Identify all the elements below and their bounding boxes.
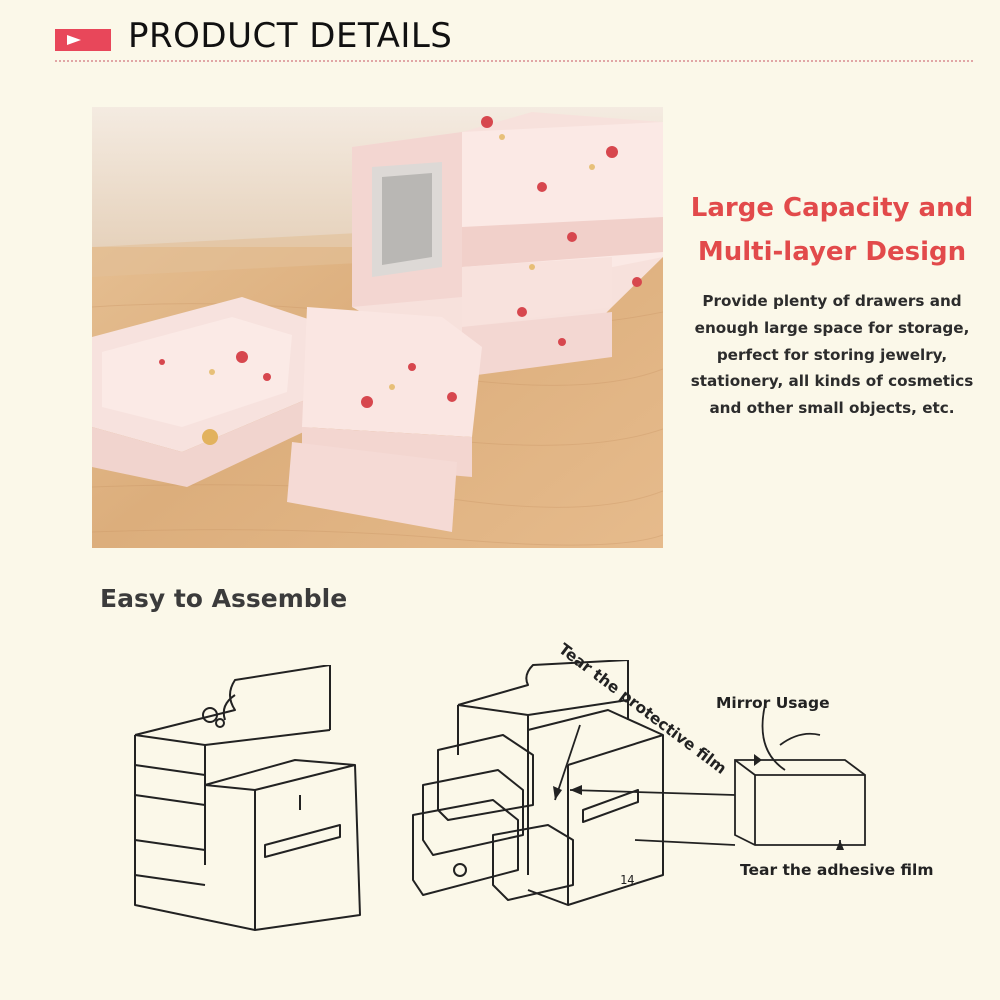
feature-description: Provide plenty of drawers and enough lar… (672, 288, 992, 422)
feature-desc-line: enough large space for storage, (694, 318, 970, 337)
feature-desc-line: Provide plenty of drawers and (702, 292, 962, 310)
feature-desc-line: and other small objects, etc. (709, 399, 955, 418)
section-title-assemble: Easy to Assemble (100, 584, 348, 613)
organizer-line-drawing (134, 665, 361, 931)
organizer-drawers-drawing (412, 660, 664, 906)
feature-desc-line: stationery, all kinds of cosmetics (690, 372, 974, 391)
feature-title: Large Capacity and Multi-layer Design (672, 186, 992, 274)
feature-title-line: Multi-layer Design (697, 237, 967, 267)
play-arrow-icon (67, 35, 81, 45)
page-title: PRODUCT DETAILS (128, 16, 453, 56)
feature-title-line: Large Capacity and (690, 193, 974, 223)
label-mirror-usage: Mirror Usage (716, 694, 830, 712)
part-number-label: 14 (620, 873, 635, 887)
label-tear-adhesive-film: Tear the adhesive film (740, 861, 934, 879)
header-accent-bar (55, 29, 111, 51)
header-divider (55, 60, 973, 62)
mirror-inset-drawing (553, 704, 866, 850)
product-photo (92, 107, 663, 548)
feature-desc-line: perfect for storing jewelry, (716, 345, 948, 364)
